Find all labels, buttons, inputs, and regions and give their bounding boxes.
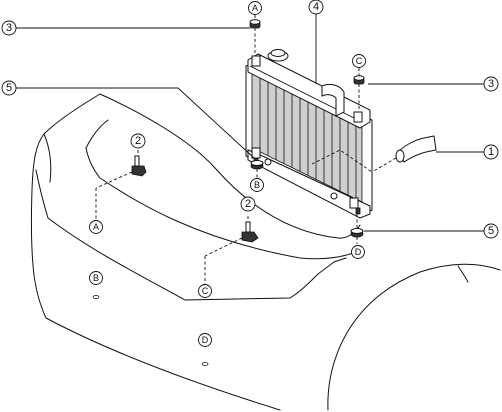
callout-1: 1: [483, 144, 499, 160]
ref-C-top: C: [352, 54, 366, 68]
bracket-left: [131, 155, 147, 177]
ref-C-body: C: [198, 284, 212, 298]
callout-5-left: 5: [1, 80, 17, 96]
bracket-right: [241, 221, 259, 243]
callout-2-left: 2: [130, 133, 146, 149]
callout-4: 4: [308, 0, 324, 15]
callout-3-left: 3: [1, 20, 17, 36]
ref-D-mount: D: [351, 245, 365, 259]
body-reference-holes: [92, 295, 209, 366]
svg-text:3: 3: [6, 22, 12, 34]
ref-A-body: A: [89, 220, 103, 234]
svg-text:A: A: [252, 3, 258, 13]
upper-mount-cushion-left: [249, 19, 261, 29]
alignment-lines: [95, 15, 373, 284]
callout-5-right: 5: [483, 223, 499, 239]
leader-lines: [16, 14, 484, 232]
svg-text:B: B: [93, 273, 99, 283]
svg-text:C: C: [202, 286, 209, 296]
lower-mount-cushion-left: [250, 160, 264, 170]
svg-text:C: C: [356, 56, 363, 66]
svg-text:2: 2: [135, 135, 141, 147]
vehicle-body-outline: [30, 93, 501, 411]
radiator-fins: [259, 78, 357, 200]
ref-B-body: B: [89, 271, 103, 285]
svg-text:D: D: [355, 247, 362, 257]
ref-B-mount: B: [250, 178, 264, 192]
svg-text:D: D: [202, 335, 209, 345]
svg-text:3: 3: [488, 78, 494, 90]
svg-text:5: 5: [488, 225, 494, 237]
svg-text:4: 4: [313, 1, 319, 13]
lower-hose: [371, 135, 437, 173]
upper-mount-cushion-right: [353, 75, 365, 85]
ref-A-top: A: [248, 1, 262, 15]
svg-text:5: 5: [6, 82, 12, 94]
radiator-assembly: [245, 49, 373, 219]
lower-mount-cushion-right: [350, 228, 364, 238]
svg-text:2: 2: [245, 198, 251, 210]
svg-text:B: B: [254, 180, 260, 190]
svg-text:A: A: [93, 222, 99, 232]
callout-3-right: 3: [483, 76, 499, 92]
ref-D-body: D: [198, 333, 212, 347]
svg-text:1: 1: [488, 146, 494, 158]
callout-2-right: 2: [240, 196, 256, 212]
